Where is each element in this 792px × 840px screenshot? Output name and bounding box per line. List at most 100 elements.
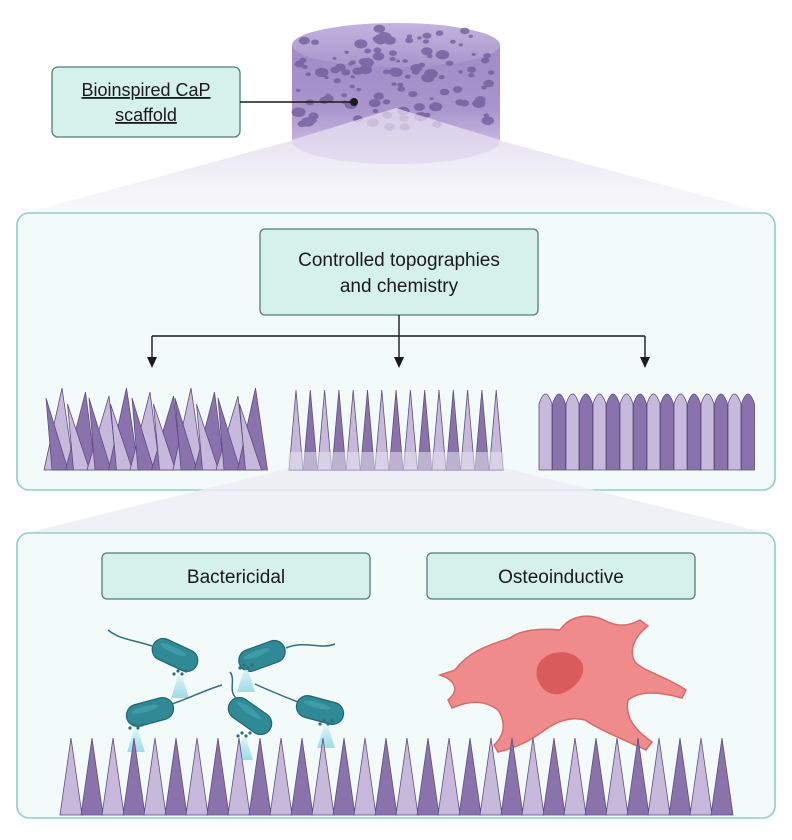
scaffold-pore xyxy=(389,56,396,62)
surface-spike xyxy=(122,737,146,816)
leakage-droplet xyxy=(172,672,176,676)
scaffold-pore xyxy=(344,50,349,55)
scaffold-pore xyxy=(310,118,317,123)
scaffold-pore xyxy=(390,67,403,77)
surface-spike xyxy=(248,737,272,816)
scaffold-pore xyxy=(481,85,487,90)
surface-spike xyxy=(353,737,377,816)
tilted-spike xyxy=(239,403,263,471)
rounded-pillar xyxy=(538,393,553,471)
scaffold-pore xyxy=(467,66,477,73)
surface-spike xyxy=(710,737,734,816)
scaffold-pore xyxy=(391,72,396,76)
rounded-pillar xyxy=(700,393,715,471)
leakage-droplet xyxy=(250,663,254,667)
tilted-spike xyxy=(153,403,177,471)
rounded-pillar xyxy=(673,393,688,471)
rounded-pillar xyxy=(741,393,755,471)
leakage-spray xyxy=(317,726,335,748)
scaffold-label-line1: Bioinspired CaP xyxy=(81,80,210,100)
scaffold-label-line2: scaffold xyxy=(115,105,177,125)
pattern-sharp-spikes xyxy=(288,389,504,471)
scaffold-pore xyxy=(349,84,355,89)
scaffold-pore xyxy=(402,59,409,63)
scaffold-pore xyxy=(373,47,382,54)
scaffold-pore xyxy=(459,99,470,107)
rounded-pillar xyxy=(579,393,593,471)
scaffold-pore xyxy=(460,27,470,35)
scaffold-pore xyxy=(341,93,347,98)
scaffold-pore xyxy=(405,37,414,44)
scaffold-pore xyxy=(435,30,444,36)
scaffold-pore xyxy=(468,72,475,78)
topography-label-line2: and chemistry xyxy=(340,276,459,297)
scaffold-pore xyxy=(333,78,341,84)
surface-spike xyxy=(143,737,167,816)
scaffold-pore xyxy=(356,88,362,92)
surface-spike xyxy=(437,737,461,816)
surface-spike xyxy=(59,737,83,816)
bactericidal-label: Bactericidal xyxy=(187,567,285,588)
leakage-droplet xyxy=(176,669,180,673)
tilted-spike xyxy=(174,397,198,471)
surface-spike xyxy=(689,737,713,816)
scaffold-pore xyxy=(319,96,330,104)
scaffold-pore xyxy=(360,57,374,68)
scaffold-pore xyxy=(481,57,490,64)
surface-spike xyxy=(164,737,188,816)
surface-spike xyxy=(584,737,608,816)
surface-spike xyxy=(521,737,545,816)
leakage-droplet xyxy=(330,719,334,723)
scaffold-pore xyxy=(383,69,390,75)
surface-spike xyxy=(311,737,335,816)
tilted-spike xyxy=(88,397,112,471)
surface-spike xyxy=(290,737,314,816)
tilted-spike xyxy=(196,403,220,471)
scaffold-pore xyxy=(418,62,426,68)
scaffold-pore xyxy=(372,109,379,113)
scaffold-pore xyxy=(481,116,495,126)
scaffold-pore xyxy=(406,34,413,39)
rounded-pillar xyxy=(714,393,728,471)
rounded-pillar xyxy=(727,393,742,471)
leakage-droplet xyxy=(236,734,240,738)
scaffold-pore xyxy=(411,69,420,75)
bacterium xyxy=(151,637,199,673)
scaffold-pore xyxy=(372,52,385,61)
osteoblast-cell xyxy=(437,615,687,753)
scaffold-pore xyxy=(324,75,329,79)
scaffold-pore xyxy=(297,120,307,128)
zoom-wedge-bottom xyxy=(18,468,775,535)
leakage-droplet xyxy=(140,723,144,727)
scaffold-pore xyxy=(397,86,406,92)
leakage-droplet xyxy=(136,726,140,730)
arrow-head-left xyxy=(147,357,157,368)
scaffold-pore xyxy=(291,107,306,118)
cell-nucleus xyxy=(536,652,584,695)
scaffold-pore xyxy=(439,88,450,96)
osteoinductive-label-box: Osteoinductive xyxy=(426,552,696,600)
bacterium-flagellum xyxy=(107,629,153,647)
surface-spike xyxy=(626,737,650,816)
scaffold-pore xyxy=(389,50,397,56)
surface-spike xyxy=(332,737,356,816)
scaffold-pore xyxy=(350,75,356,79)
bactericidal-label-box: Bactericidal xyxy=(101,552,371,600)
bacterium xyxy=(295,695,345,725)
scaffold-pore xyxy=(334,63,346,72)
rounded-pillar xyxy=(633,393,647,471)
surface-spike xyxy=(563,737,587,816)
scaffold-pore xyxy=(382,99,391,105)
leakage-spray xyxy=(171,676,189,698)
scaffold-pore xyxy=(298,36,310,45)
scaffold-pore xyxy=(488,70,495,75)
scaffold-pore xyxy=(383,36,396,45)
rounded-pillar xyxy=(619,393,634,471)
surface-spike xyxy=(227,737,251,816)
scaffold-pore xyxy=(364,48,372,54)
rounded-pillar xyxy=(565,393,580,471)
scaffold-pore xyxy=(421,47,433,56)
bacterium-flagellum xyxy=(171,684,223,705)
scaffold-pointer-dot xyxy=(350,98,358,106)
surface-spike xyxy=(668,737,692,816)
